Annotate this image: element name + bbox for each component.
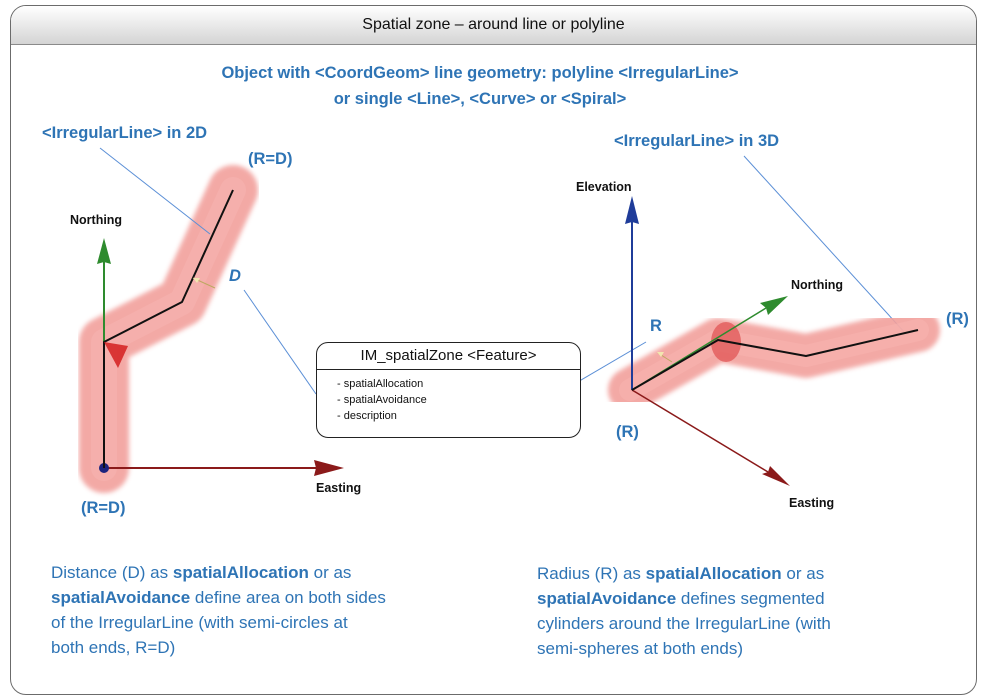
right-desc-text: cylinders around the IrregularLine (with <box>537 614 831 633</box>
right-easting-label: Easting <box>789 496 835 510</box>
right-northing-label: Northing <box>791 278 844 292</box>
left-desc-text: of the IrregularLine (with semi-circles … <box>51 613 348 632</box>
uml-attribute-list: - spatialAllocation - spatialAvoidance -… <box>317 370 580 424</box>
right-desc-term: spatialAvoidance <box>537 589 677 608</box>
left-desc-text: both ends, R=D) <box>51 638 176 657</box>
left-desc-text: or as <box>308 563 352 582</box>
right-label-leader <box>743 155 907 335</box>
left-desc-term: spatialAvoidance <box>51 588 191 607</box>
right-desc-text: semi-spheres at both ends) <box>537 639 743 658</box>
uml-attribute: - spatialAvoidance <box>337 394 427 406</box>
left-irregular-line <box>103 189 234 468</box>
right-end-label-left: (R) <box>616 423 639 441</box>
uml-class-box: IM_spatialZone <Feature> - spatialAlloca… <box>316 342 581 438</box>
right-diagram-label: <IrregularLine> in 3D <box>614 132 780 150</box>
radius-arrow <box>657 352 664 357</box>
radius-label: R <box>650 317 662 335</box>
left-end-label-bottom: (R=D) <box>81 499 126 517</box>
distance-arrow <box>193 278 200 283</box>
right-desc-text: Radius (R) as <box>537 564 646 583</box>
right-description: Radius (R) as spatialAllocation or as sp… <box>537 561 831 661</box>
right-desc-text: or as <box>781 564 825 583</box>
left-vertex-cone <box>104 342 128 368</box>
right-cylinder-zone <box>608 308 940 412</box>
left-desc-text: define area on both sides <box>190 588 386 607</box>
left-northing-label: Northing <box>70 213 123 227</box>
left-diagram-label: <IrregularLine> in 2D <box>42 124 208 142</box>
left-description: Distance (D) as spatialAllocation or as … <box>51 560 386 660</box>
left-end-label-top: (R=D) <box>248 150 293 168</box>
uml-class-title: IM_spatialZone <Feature> <box>317 343 580 370</box>
right-axis-east <box>631 389 790 486</box>
uml-attribute: - spatialAllocation <box>337 378 424 390</box>
right-desc-term: spatialAllocation <box>645 564 782 583</box>
heading-line-2: or single <Line>, <Curve> or <Spiral> <box>333 90 627 108</box>
heading-line-1: Object with <CoordGeom> line geometry: p… <box>221 64 739 82</box>
right-irregular-line <box>631 329 919 391</box>
distance-label: D <box>229 267 241 285</box>
title-bar: Spatial zone – around line or polyline <box>11 6 976 45</box>
right-desc-text: defines segmented <box>676 589 825 608</box>
left-label-leader <box>99 147 211 235</box>
uml-attribute: - description <box>337 410 397 422</box>
left-axis-east <box>104 460 344 476</box>
left-desc-text: Distance (D) as <box>51 563 173 582</box>
right-elevation-label: Elevation <box>576 180 632 194</box>
left-desc-term: spatialAllocation <box>172 563 309 582</box>
right-end-label-right: (R) <box>946 310 969 328</box>
left-easting-label: Easting <box>316 481 362 495</box>
right-axis-elevation <box>625 196 639 390</box>
uml-leader-left <box>243 289 317 395</box>
